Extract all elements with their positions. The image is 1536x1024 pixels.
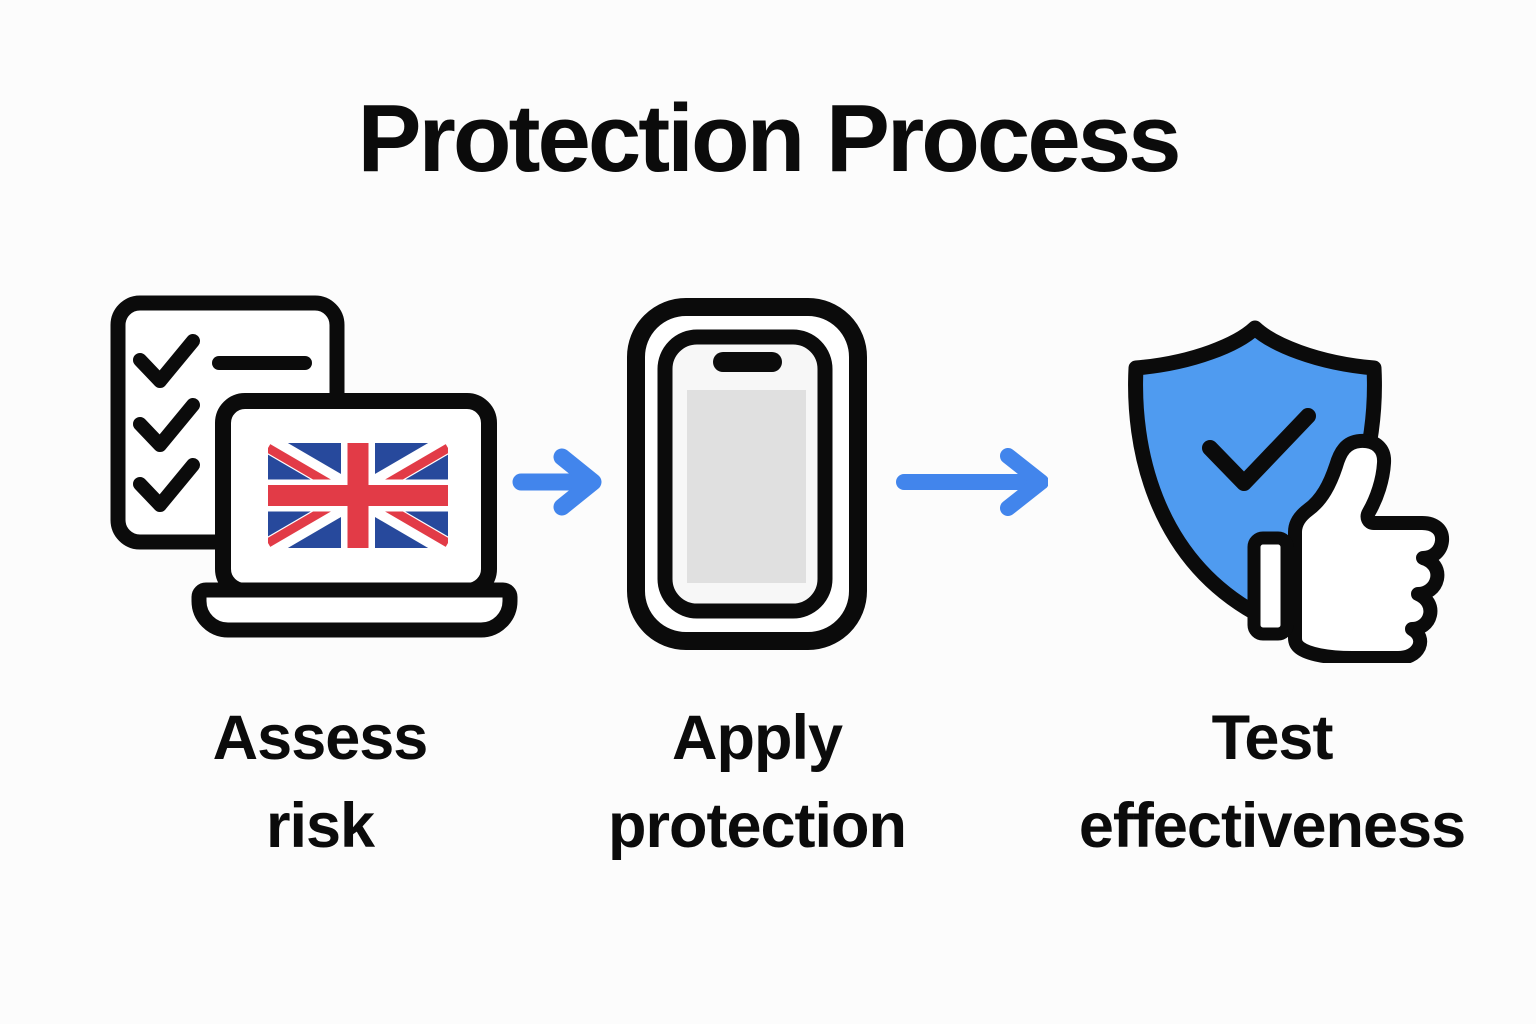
- page-title: Protection Process: [357, 85, 1182, 192]
- phone-speaker: [713, 352, 782, 372]
- checkmark-icon: [1202, 408, 1316, 491]
- step-label-apply-protection: Apply protection: [507, 694, 1007, 870]
- phone-screen: [687, 390, 806, 583]
- laptop-icon: [191, 393, 518, 638]
- uk-flag-icon: [268, 443, 448, 548]
- assess-risk-icon: [110, 295, 518, 638]
- checkmark-icon: [133, 458, 200, 512]
- step-label-line: risk: [265, 791, 375, 861]
- checkmark-icon: [133, 334, 200, 388]
- step-label-line: Apply: [671, 703, 843, 773]
- test-effectiveness-icon: [1128, 320, 1450, 663]
- step-label-line: protection: [608, 791, 907, 861]
- arrow-right-icon: [512, 448, 602, 516]
- step-label-line: effectiveness: [1078, 791, 1466, 861]
- smartphone-icon: [627, 298, 867, 650]
- checkmark-icon: [133, 398, 200, 452]
- step-label-line: Assess: [212, 703, 429, 773]
- step-label-line: Test: [1211, 703, 1334, 773]
- thumb-cuff: [1247, 531, 1294, 641]
- step-label-test-effectiveness: Test effectiveness: [1022, 694, 1522, 870]
- step-label-assess-risk: Assess risk: [70, 694, 570, 870]
- arrow-right-icon: [896, 448, 1048, 516]
- laptop-base: [191, 582, 518, 638]
- thumbs-up-icon: [1247, 433, 1450, 663]
